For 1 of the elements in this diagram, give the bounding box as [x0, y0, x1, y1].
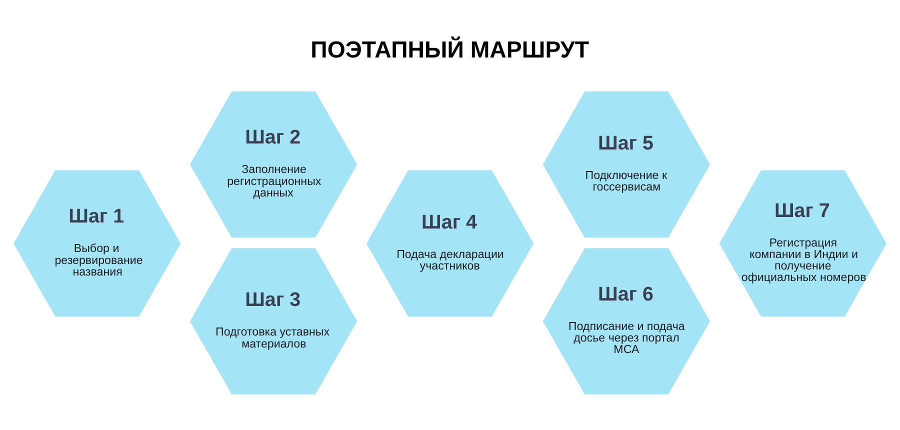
diagram-title: ПОЭТАПНЫЙ МАРШРУТ [310, 36, 590, 63]
